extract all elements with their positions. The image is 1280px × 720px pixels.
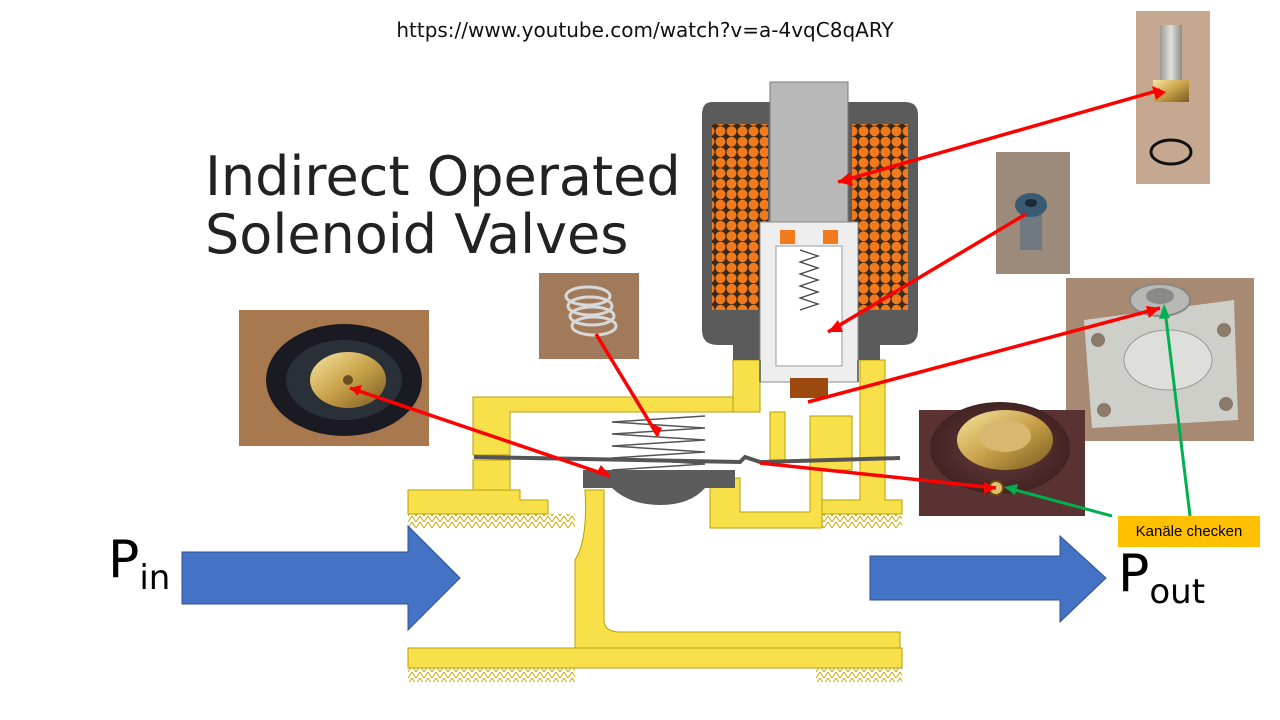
callout-check-channels: Kanäle checken	[1118, 516, 1260, 547]
red-arrowheads	[350, 86, 1166, 494]
p-in-base: P	[108, 530, 140, 590]
photo-bonnet-plate	[1066, 278, 1254, 441]
source-url: https://www.youtube.com/watch?v=a-4vqC8q…	[396, 18, 894, 42]
slide-title: Indirect Operated Solenoid Valves	[205, 148, 681, 264]
photo-diaphragm-disc	[239, 310, 429, 446]
p-in-sub: in	[139, 558, 171, 598]
photo-armature-tube	[1136, 11, 1210, 184]
green-arrowheads	[1004, 304, 1170, 495]
p-in-label: Pin	[108, 530, 170, 598]
main-spring	[611, 415, 706, 471]
valve-body	[407, 359, 903, 682]
inlet-flow-arrow	[181, 524, 461, 632]
green-pointers	[1007, 309, 1192, 518]
diaphragm	[583, 470, 735, 505]
photo-plunger	[996, 152, 1070, 274]
photo-pilot-diaphragm	[919, 402, 1085, 516]
outlet-flow-arrow	[869, 534, 1107, 624]
red-pointers	[349, 88, 1161, 490]
solenoid-coil	[702, 81, 918, 398]
p-out-label: Pout	[1118, 544, 1205, 612]
photo-spring	[539, 273, 639, 359]
title-line-1: Indirect Operated	[205, 145, 681, 208]
title-line-2: Solenoid Valves	[205, 203, 629, 266]
p-out-base: P	[1118, 544, 1150, 604]
p-out-sub: out	[1149, 572, 1206, 612]
